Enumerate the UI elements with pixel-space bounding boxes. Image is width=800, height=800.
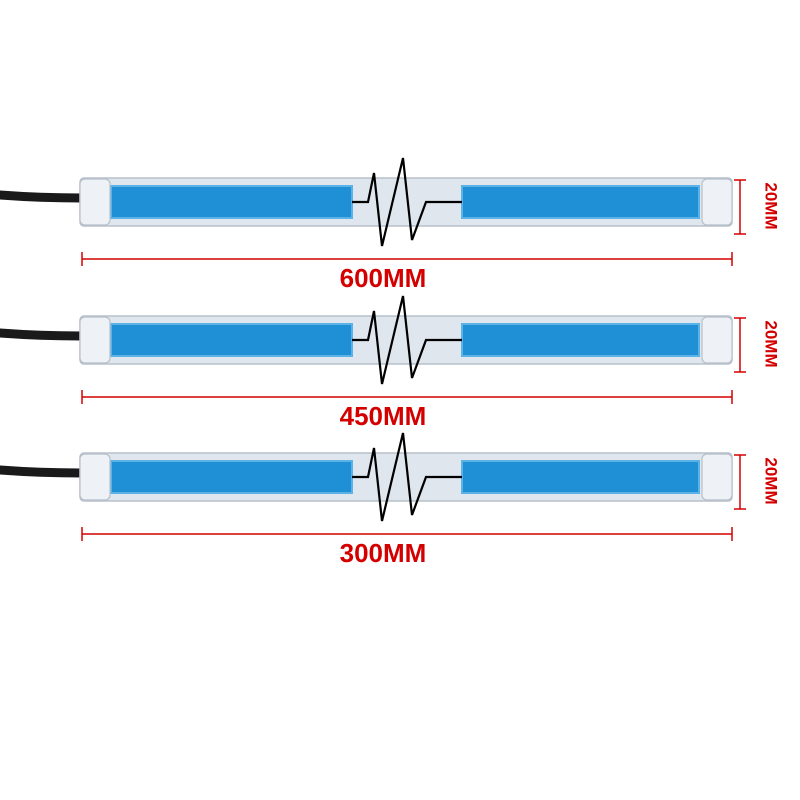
width-label: 20MM xyxy=(762,457,781,504)
length-label: 300MM xyxy=(340,538,427,568)
end-cap-right xyxy=(701,316,733,364)
break-symbol xyxy=(352,295,462,385)
cable xyxy=(0,190,87,203)
strip-450: 450MM 20MM xyxy=(0,295,781,431)
width-label: 20MM xyxy=(762,320,781,367)
end-cap-left xyxy=(79,453,111,501)
break-symbol xyxy=(352,432,462,522)
led-strip-left-segment xyxy=(110,185,353,219)
end-cap-left xyxy=(79,178,111,226)
cable xyxy=(0,465,87,478)
width-label: 20MM xyxy=(762,182,781,229)
end-cap-right xyxy=(701,453,733,501)
led-strip-left-segment xyxy=(110,323,353,357)
strip-300: 300MM 20MM xyxy=(0,432,781,568)
led-strip-right-segment xyxy=(461,323,700,357)
cable xyxy=(0,328,87,341)
break-symbol xyxy=(352,157,462,247)
strip-600: 600MM 20MM xyxy=(0,157,781,293)
led-strip-left-segment xyxy=(110,460,353,494)
length-label: 600MM xyxy=(340,263,427,293)
end-cap-left xyxy=(79,316,111,364)
length-label: 450MM xyxy=(340,401,427,431)
led-strip-right-segment xyxy=(461,185,700,219)
end-cap-right xyxy=(701,178,733,226)
led-strip-right-segment xyxy=(461,460,700,494)
